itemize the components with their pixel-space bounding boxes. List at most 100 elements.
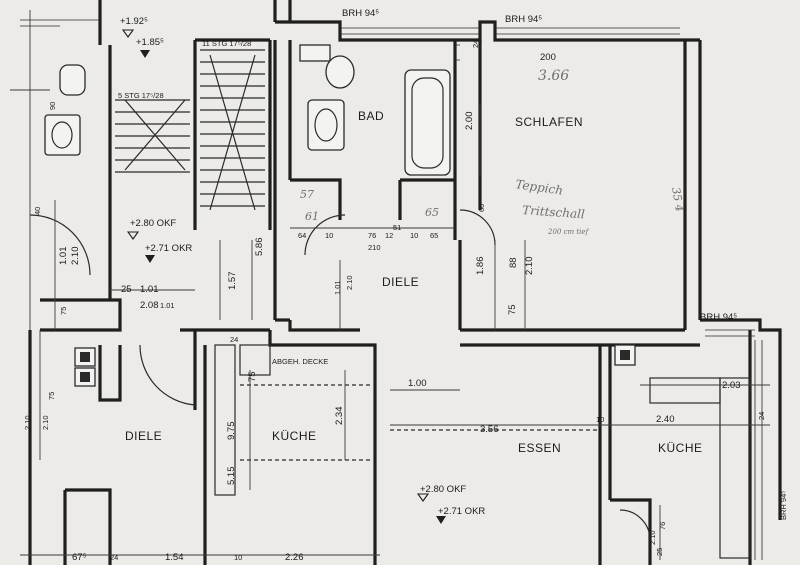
handwritten-note: Trittschall	[522, 203, 586, 221]
handwritten-note: 35 4	[669, 186, 686, 212]
dim-label: 90	[48, 102, 57, 110]
room-label-diele-left: DIELE	[125, 429, 162, 443]
door-swings	[29, 209, 651, 541]
dim-label: 75	[507, 304, 518, 315]
dim-label: 25	[655, 548, 664, 556]
dim-label: 2.10	[23, 415, 32, 430]
dim-label: 2.00	[464, 112, 475, 131]
note-level-top-2: +1.85⁵	[136, 37, 164, 48]
sink-left	[44, 114, 81, 156]
toilet-cistern	[299, 44, 331, 62]
dim-label: 24	[471, 40, 480, 48]
level-triangle-open	[121, 29, 135, 38]
dimension-lines	[10, 10, 770, 560]
dim-label: 65	[430, 231, 438, 240]
dim-label: 2.10	[345, 275, 354, 290]
stairs	[115, 49, 265, 211]
dim-label: 2.10	[524, 257, 535, 276]
dim-label: 64	[298, 231, 306, 240]
note-level-top-1: +1.92⁵	[120, 16, 148, 27]
handwritten-note: Teppich	[515, 177, 564, 198]
dim-label: 200	[540, 52, 556, 63]
dim-label: 210	[368, 243, 381, 252]
dim-label: 10	[234, 553, 242, 562]
dim-label: 2.34	[334, 407, 345, 426]
dim-label: 75	[59, 307, 68, 315]
dim-label: 24	[110, 553, 118, 562]
note-stair-11: 11 STG 17⁵/28	[202, 39, 251, 48]
dim-label: 9.75	[226, 422, 237, 441]
dim-label: 25	[121, 284, 132, 295]
dim-label: 1.00	[408, 378, 427, 389]
note-brh-right-vertical: BRH 94⁵	[779, 491, 788, 520]
bathtub	[404, 69, 451, 176]
dim-label: 1.01	[160, 301, 175, 310]
sink	[307, 99, 345, 151]
dim-label: 10	[325, 231, 333, 240]
dim-label: 12	[385, 231, 393, 240]
dim-label: 75	[47, 392, 56, 400]
dim-label: 1.01	[140, 284, 159, 295]
dim-label: 2.08	[140, 300, 159, 311]
dim-label: 2.03	[722, 380, 741, 391]
handwritten-note: 57	[300, 188, 314, 201]
counter-left	[214, 344, 236, 496]
room-label-diele-center: DIELE	[382, 275, 419, 289]
dim-label: 2.40	[656, 414, 675, 425]
dim-label: 24	[230, 335, 238, 344]
dim-label: 2.10	[41, 415, 50, 430]
note-okr-left: +2.71 OKR	[145, 243, 192, 254]
note-okr-center: +2.71 OKR	[438, 506, 485, 517]
dim-label: 1.01	[333, 280, 342, 295]
note-brh-top-1: BRH 94⁵	[342, 8, 379, 19]
note-brh-top-2: BRH 94⁵	[505, 14, 542, 25]
fixtures	[44, 44, 751, 559]
note-okf-center: +2.80 OKF	[420, 484, 466, 495]
dim-label: 5.86	[254, 238, 265, 257]
dim-label: 2.26	[285, 552, 304, 563]
note-brh-right: BRH 94⁵	[700, 312, 737, 323]
dim-label: 10	[410, 231, 418, 240]
dim-label: 5.15	[226, 467, 237, 486]
dim-label: 1.86	[475, 257, 486, 276]
dim-label: 1.54	[165, 552, 184, 563]
room-label-kuche-left: KÜCHE	[272, 429, 317, 443]
dim-label: 1.57	[227, 272, 238, 291]
room-label-bad: BAD	[358, 109, 384, 123]
dim-label-handwritten: 3.66	[538, 68, 569, 84]
room-labels: BAD SCHLAFEN DIELE DIELE KÜCHE ESSEN KÜC…	[125, 109, 703, 455]
level-triangle-filled	[140, 50, 150, 58]
note-stair-5: 5 STG 17⁵/28	[118, 91, 164, 100]
note-okf-left: +2.80 OKF	[130, 218, 176, 229]
handwritten-note: 200 cm tief	[547, 228, 590, 236]
handwritten-notes: Teppich Trittschall 200 cm tief 57 61 65…	[300, 177, 686, 236]
dim-label: 1.01	[58, 247, 69, 266]
dim-label: 67⁵	[72, 552, 87, 563]
room-label-kuche-right: KÜCHE	[658, 441, 703, 455]
toilet-bowl	[325, 55, 355, 89]
dimension-labels: 200 3.66 2.00 1.57 5.86 1.01 2.10 1.01 2…	[23, 40, 766, 563]
dim-label: 24	[757, 412, 766, 420]
level-markers	[121, 29, 446, 524]
dim-label: 40	[33, 207, 42, 215]
dim-label: 3.56	[480, 424, 499, 435]
toilet-left	[59, 64, 86, 96]
dim-label: 76	[368, 231, 376, 240]
dim-label: 2.10	[648, 530, 657, 545]
handwritten-note: 61	[305, 210, 319, 223]
dim-label: 88	[508, 257, 519, 268]
room-label-schlafen: SCHLAFEN	[515, 115, 583, 129]
dim-label: 51	[393, 223, 401, 232]
plan-notes: BRH 94⁵ BRH 94⁵ BRH 94⁵ BRH 94⁵ 11 STG 1…	[118, 8, 788, 520]
room-label-essen: ESSEN	[518, 441, 561, 455]
dim-label: 75	[247, 371, 258, 382]
handwritten-note: 65	[425, 206, 439, 219]
dim-label: 76	[658, 522, 667, 530]
dim-label: 10	[596, 415, 604, 424]
wall-hatching	[20, 19, 763, 560]
dim-label: 60	[477, 204, 486, 212]
note-abgeh-decke: ABGEH. DECKE	[272, 357, 328, 366]
dim-label: 2.10	[70, 247, 81, 266]
